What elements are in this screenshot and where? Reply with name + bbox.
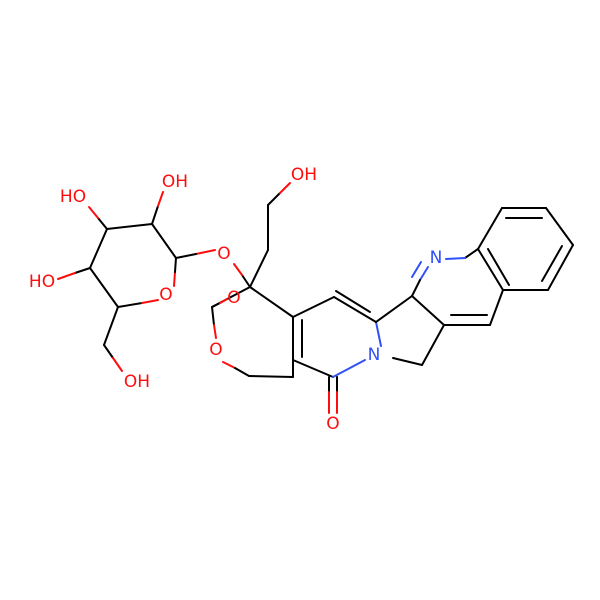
benzo-ring (477, 207, 574, 291)
sugar-hydroxyls (57, 191, 164, 372)
lactone-carbonyl-oxygen-label: O (227, 288, 240, 308)
bond (279, 182, 291, 194)
bond (477, 207, 503, 250)
bond (233, 263, 243, 276)
bond (411, 261, 422, 278)
sugar-ho-label: HO (60, 187, 86, 207)
bond (335, 290, 371, 313)
bond (74, 267, 91, 274)
bond (333, 296, 377, 323)
bond (411, 279, 421, 297)
bond (445, 257, 466, 260)
bond (222, 361, 236, 369)
sugar-oh-label: OH (162, 172, 188, 192)
bond (112, 357, 123, 372)
bond (487, 248, 510, 286)
bond (375, 295, 413, 323)
glycosidic-oxygen-label: O (217, 244, 230, 264)
bond (174, 257, 177, 273)
bond (249, 286, 294, 318)
bond (211, 306, 215, 326)
glycosidic-linkage (175, 249, 251, 288)
bond (421, 324, 445, 366)
bond (117, 302, 143, 308)
bond (292, 296, 335, 318)
pyrrole-ring (375, 295, 445, 366)
bond (541, 245, 563, 282)
hydroxyethyl-oh-label: OH (291, 165, 317, 185)
lactone-carbonyl (211, 298, 228, 308)
bond (219, 298, 228, 304)
atom-labels: OH OH HO HO OH O O O O O N N (29, 165, 442, 434)
pyridone-carbonyl (328, 376, 338, 414)
bond (89, 228, 108, 269)
bond (57, 272, 76, 280)
bond (97, 217, 108, 230)
bond (267, 192, 281, 206)
bond (103, 306, 119, 346)
bond (157, 191, 164, 207)
bond (477, 248, 504, 291)
pyridine-ring (411, 248, 504, 326)
bond (211, 302, 221, 308)
bond (103, 344, 114, 359)
bond (151, 205, 159, 225)
bond (419, 266, 429, 281)
bond (175, 253, 197, 259)
bond (195, 249, 216, 255)
pyridone-nitrogen-label: N (368, 345, 381, 365)
bond (248, 375, 294, 378)
bond (411, 295, 445, 326)
pyridone-ring (292, 290, 377, 378)
bond (89, 267, 119, 308)
bond (106, 223, 153, 230)
hydroxymethyl-oh-label: OH (124, 372, 150, 392)
bond (375, 321, 382, 347)
pyranose-ring-oxygen-label: O (159, 285, 172, 305)
hydroxyethyl-chain (249, 182, 291, 288)
bond (545, 207, 574, 246)
bond (213, 324, 217, 339)
bond (464, 248, 479, 259)
bond (489, 289, 504, 326)
bond (241, 274, 251, 288)
bond (332, 359, 366, 378)
bond (141, 299, 159, 304)
bond (547, 244, 574, 291)
bond (234, 367, 250, 377)
pyridone-carbonyl-oxygen-label: O (326, 414, 339, 434)
pyranose-ring (89, 223, 177, 308)
bond (249, 249, 269, 288)
bond (392, 357, 423, 366)
bond (151, 223, 177, 259)
lactone-ring-oxygen-label: O (209, 340, 222, 360)
sugar-ho-label: HO (29, 272, 55, 292)
quinoline-nitrogen-label: N (430, 248, 443, 268)
bond (173, 271, 176, 287)
bond (292, 359, 334, 378)
bond (88, 206, 99, 219)
